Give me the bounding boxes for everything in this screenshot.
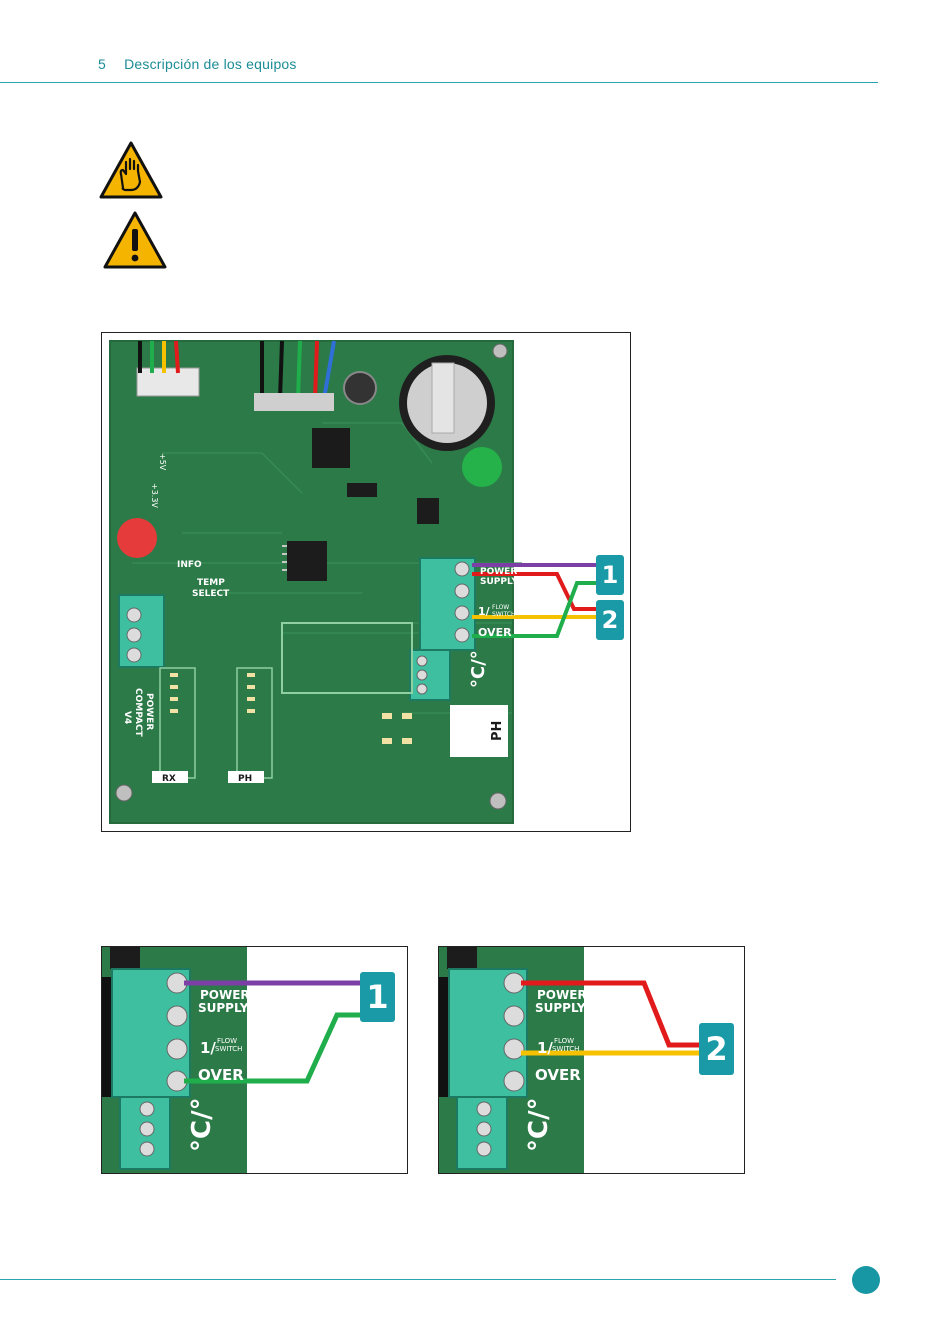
label-model-1: POWER: [144, 693, 154, 730]
label-model-2: COMPACT: [133, 688, 143, 738]
callout-1: 1: [596, 555, 624, 595]
label-info: INFO: [177, 560, 202, 570]
d2-label-flow-main: 1/: [537, 1039, 553, 1057]
d1-label-power-2: SUPPLY: [198, 1001, 249, 1015]
label-ph-small: PH: [238, 774, 252, 784]
d1-label-flow-2: SWITCH: [215, 1045, 242, 1053]
d2-label-temp-unit: °C/°: [524, 1097, 554, 1152]
callout-2: 2: [596, 600, 624, 640]
d2-label-flow-1: FLOW: [554, 1037, 574, 1045]
d1-label-flow-main: 1/: [200, 1039, 216, 1057]
header-rule: [0, 82, 878, 83]
label-over: OVER: [478, 626, 512, 639]
label-5v: +5V: [158, 453, 167, 471]
section-title: Descripción de los equipos: [124, 56, 297, 72]
label-model-3: V4: [122, 711, 132, 724]
d1-label-over: OVER: [198, 1066, 244, 1084]
label-temp-unit: °C/°: [468, 650, 489, 688]
label-power-supply-2: SUPPLY: [480, 577, 518, 587]
d2-label-power-1: POWER: [537, 988, 587, 1002]
d2-label-over: OVER: [535, 1066, 581, 1084]
page-number-dot: [852, 1266, 880, 1294]
hand-warning-icon: [98, 140, 164, 200]
d2-label-power-2: SUPPLY: [535, 1001, 586, 1015]
label-33v: +3.3V: [150, 483, 159, 508]
detail-callout-1: 1: [360, 972, 395, 1022]
d1-label-flow-1: FLOW: [217, 1037, 237, 1045]
footer-rule: [0, 1279, 836, 1280]
detail-figure-1: POWER SUPPLY 1/ FLOW SWITCH OVER °C/° 1: [101, 946, 408, 1174]
label-power-supply-1: POWER: [480, 567, 517, 577]
main-board-figure: POWER SUPPLY 1/ FLOW SWITCH OVER °C/° IN…: [101, 332, 631, 832]
d2-label-flow-2: SWITCH: [552, 1045, 579, 1053]
label-rx: RX: [162, 774, 176, 784]
d1-label-power-1: POWER: [200, 988, 250, 1002]
exclamation-warning-icon: [102, 210, 168, 270]
label-flow-main: 1/: [478, 605, 491, 618]
d1-label-temp-unit: °C/°: [187, 1097, 217, 1152]
pcb-board-photo: POWER SUPPLY 1/ FLOW SWITCH OVER °C/° IN…: [102, 333, 630, 831]
label-temp-select-1: TEMP: [197, 578, 225, 588]
label-flow-2: SWITCH: [492, 611, 516, 618]
detail-callout-2: 2: [699, 1023, 734, 1075]
detail-figure-2: POWER SUPPLY 1/ FLOW SWITCH OVER °C/° 2: [438, 946, 745, 1174]
label-ph-big: PH: [490, 721, 505, 741]
label-flow-1: FLOW: [492, 604, 509, 611]
running-header: 5 Descripción de los equipos: [98, 56, 297, 72]
section-number: 5: [98, 56, 106, 72]
label-temp-select-2: SELECT: [192, 589, 230, 599]
